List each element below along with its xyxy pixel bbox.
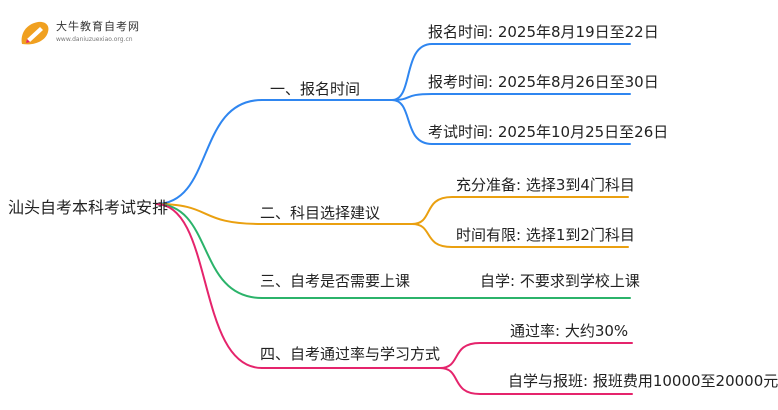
leaf-connector-1-1 [391, 43, 631, 101]
leaf-connector-1-2 [391, 93, 631, 101]
leaf-label-2-1: 充分准备: 选择3到4门科目 [456, 176, 635, 194]
branch-curve-4 [155, 203, 263, 369]
branch-label-3: 三、自考是否需要上课 [260, 272, 411, 290]
leaf-label-1-2: 报考时间: 2025年8月26日至30日 [428, 73, 659, 91]
root-label: 汕头自考本科考试安排 [8, 198, 169, 217]
book-pencil-icon [21, 21, 49, 45]
leaf-connector-2-2 [411, 223, 629, 248]
mind-map: 大牛教育自考网 www.daniuzuexiao.org.cn 汕头自考本科考试… [8, 14, 778, 395]
branch-curve-2 [155, 203, 263, 225]
leaf-connector-4-2 [439, 367, 633, 395]
leaf-label-1-3: 考试时间: 2025年10月25日至26日 [428, 123, 669, 141]
logo-url: www.daniuzuexiao.org.cn [56, 36, 133, 43]
leaf-connector-2-1 [411, 196, 629, 225]
leaf-label-2-2: 时间有限: 选择1到2门科目 [456, 226, 635, 244]
leaf-label-4-1: 通过率: 大约30% [510, 322, 629, 340]
leaf-connector-1-3 [391, 99, 631, 145]
logo: 大牛教育自考网 www.daniuzuexiao.org.cn [14, 14, 164, 54]
branch-curve-3 [155, 203, 263, 299]
leaf-label-1-1: 报名时间: 2025年8月19日至22日 [428, 23, 659, 41]
branch-label-1: 一、报名时间 [270, 80, 361, 98]
branch-label-2: 二、科目选择建议 [260, 204, 381, 222]
logo-title: 大牛教育自考网 [56, 20, 140, 33]
leaf-label-3-1: 自学: 不要求到学校上课 [480, 272, 640, 290]
leaf-connector-4-1 [439, 342, 633, 369]
branch-label-4: 四、自考通过率与学习方式 [260, 345, 441, 363]
branch-curve-1 [155, 99, 263, 205]
leaf-label-4-2: 自学与报班: 报班费用10000至20000元 [508, 372, 778, 390]
mind-map-edges [155, 43, 633, 395]
